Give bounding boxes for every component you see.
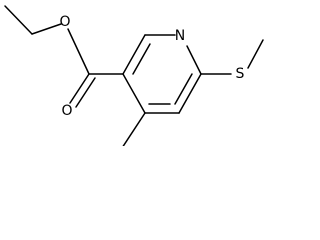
bond-ring-methyl: [122, 112, 146, 146]
atom-label-carbonyl-oxygen: O: [61, 103, 72, 119]
bond-ring-inner-1: [132, 43, 151, 75]
atom-labels: O O N S: [59, 14, 244, 119]
atom-label-ester-oxygen: O: [59, 14, 70, 30]
bond-ring-n-c6: [186, 45, 202, 75]
bond-lines: [4, 5, 264, 146]
molecule-svg: O O N S: [4, 5, 264, 146]
bond-carbonyl-double-1: [69, 73, 90, 104]
atom-label-nitrogen: N: [175, 28, 185, 44]
bond-ethyl-ch3-ch2: [4, 5, 33, 35]
bond-carbonyl-double-2: [75, 77, 96, 108]
bond-s-methyl: [247, 39, 264, 69]
bond-ethyl-ch2-o: [31, 23, 62, 35]
atom-label-sulfur: S: [236, 66, 245, 82]
bond-ring-c4-c3: [122, 73, 146, 114]
bond-ring-c6-c5: [178, 73, 202, 114]
structure-diagram: O O N S: [4, 5, 264, 146]
bond-ring-c3-c2: [122, 34, 146, 75]
bond-ring-inner-2: [174, 73, 193, 105]
bond-o-carbonyl-c: [67, 28, 90, 75]
